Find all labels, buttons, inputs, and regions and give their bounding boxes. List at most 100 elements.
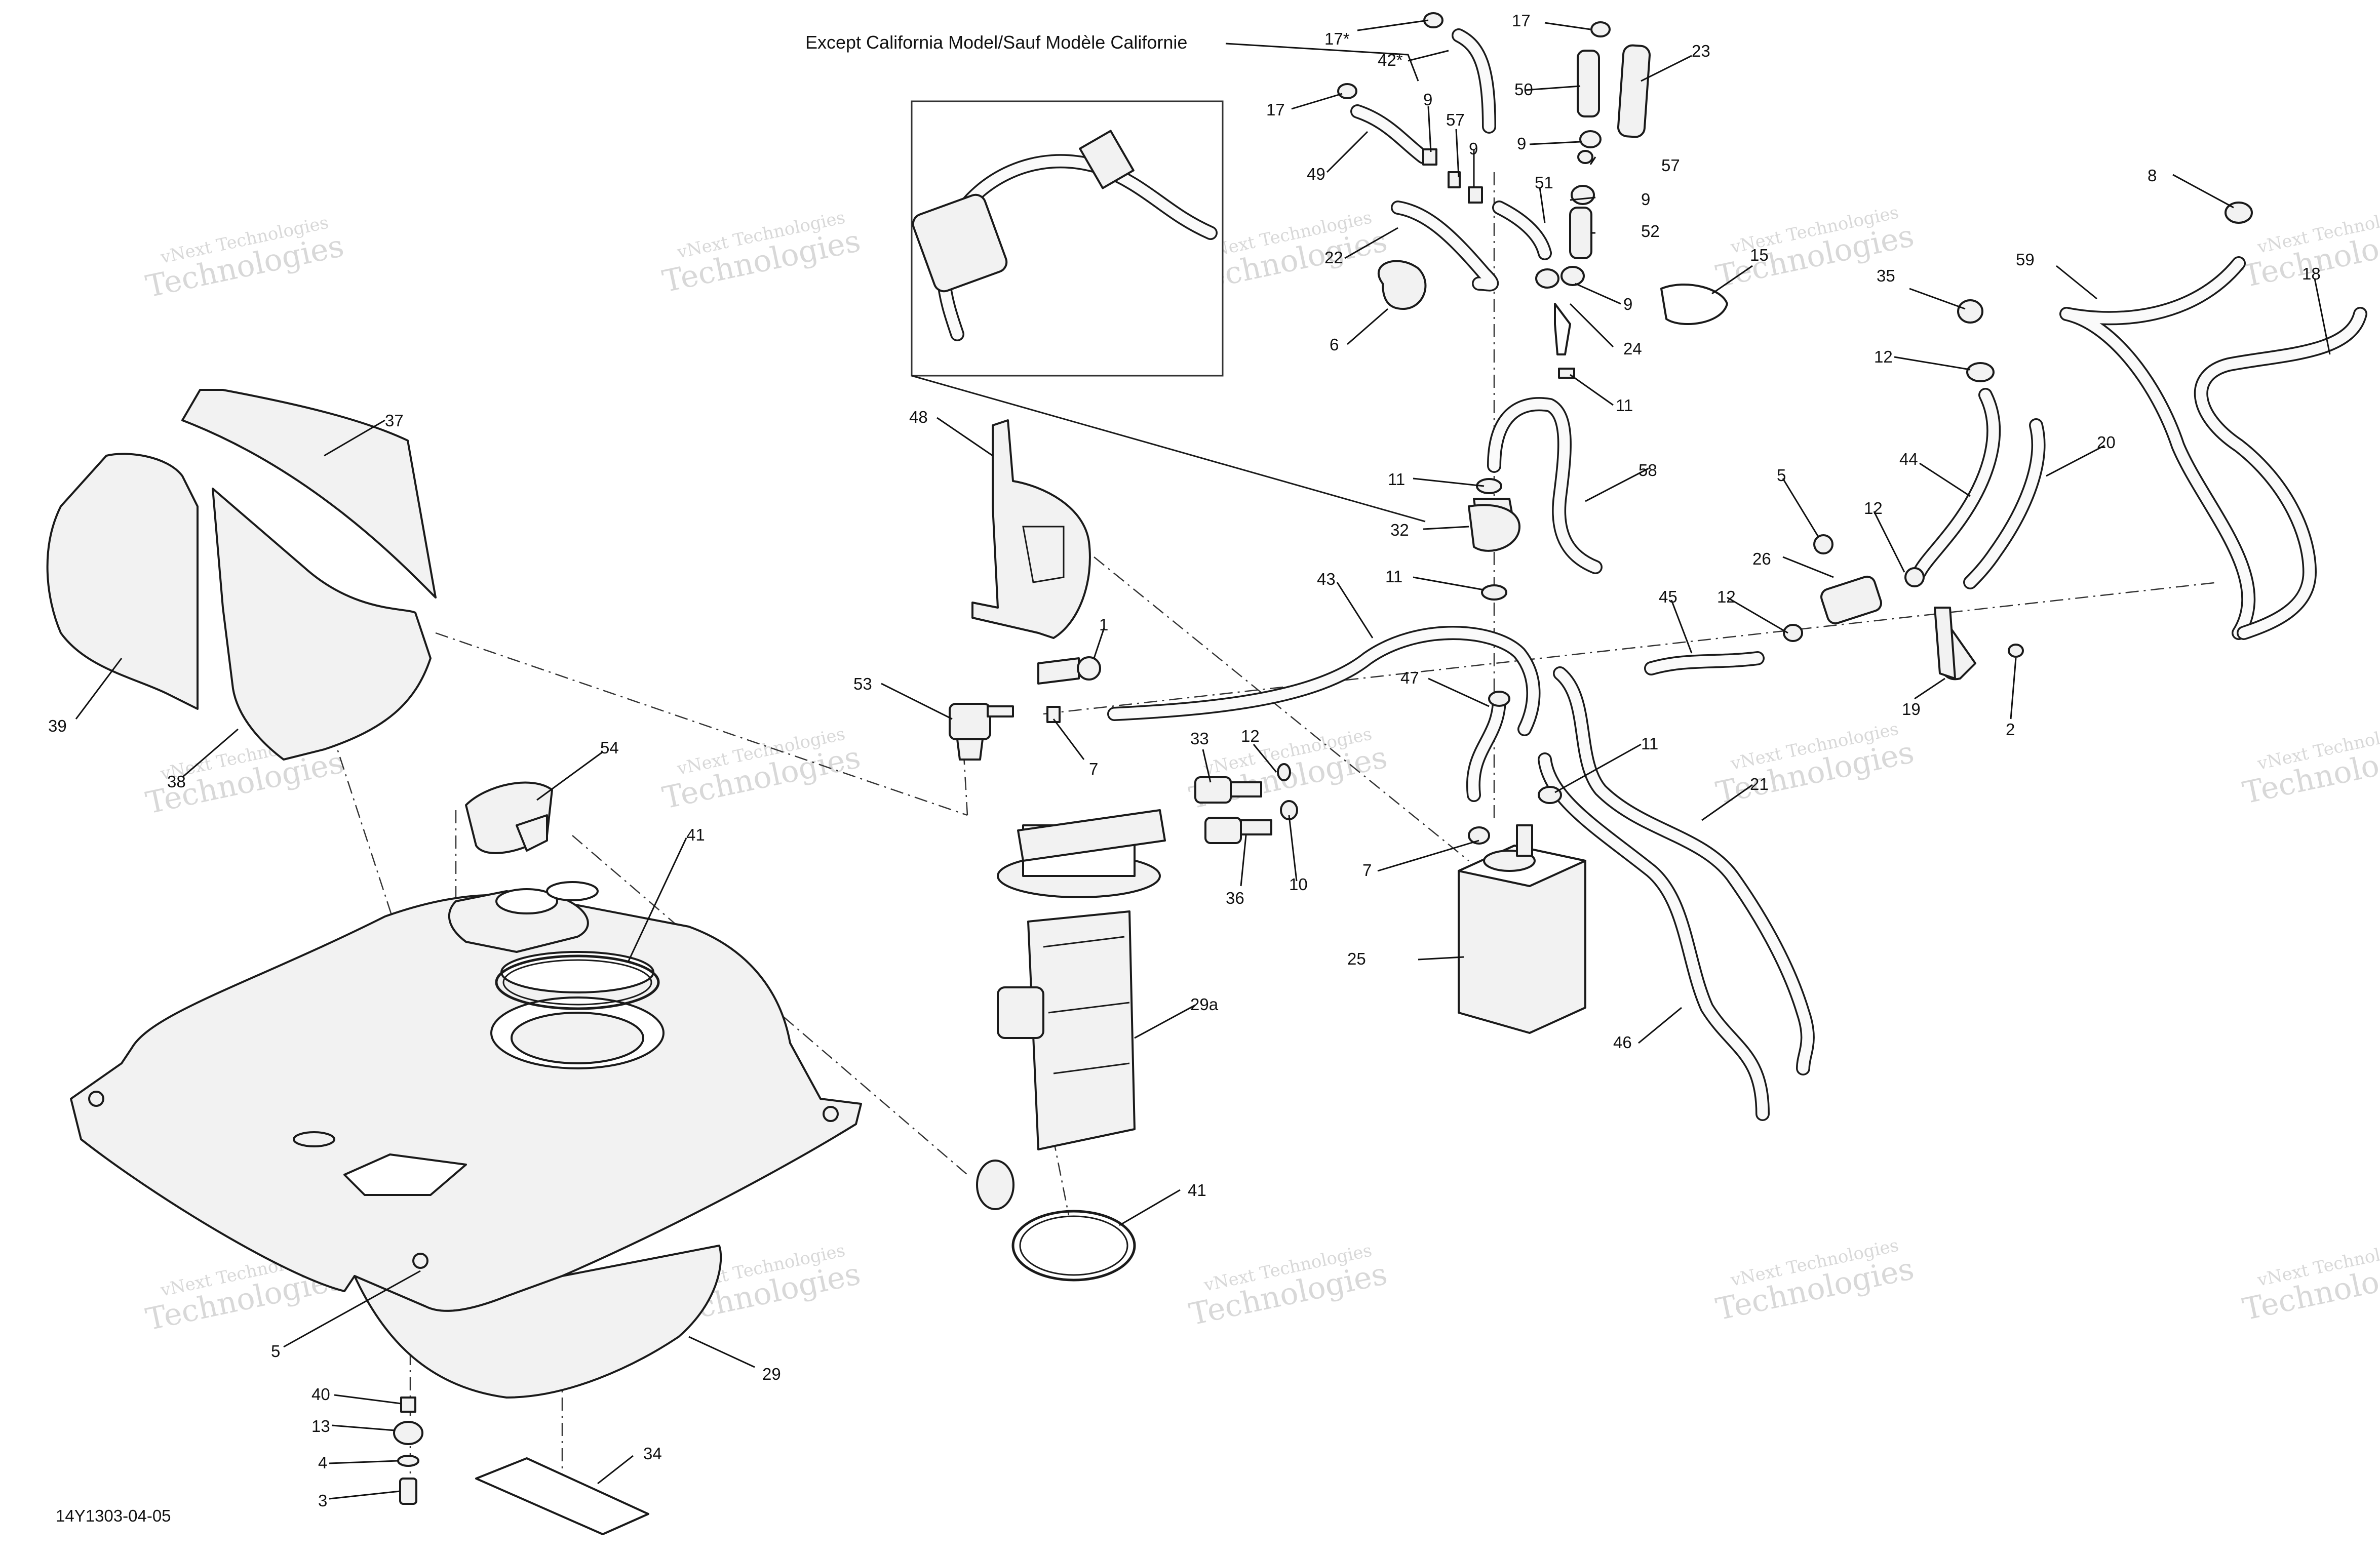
callout-8: 8 xyxy=(2148,166,2157,185)
charcoal-canister-25 xyxy=(1458,824,1586,1034)
inset-view-box xyxy=(911,100,1426,523)
callout-47: 47 xyxy=(1400,668,1419,687)
callout-22: 22 xyxy=(1324,248,1343,267)
valve-53 xyxy=(949,703,1014,761)
hose-50 xyxy=(1577,50,1600,117)
small-fittings xyxy=(1046,12,2253,845)
callout-58: 58 xyxy=(1638,461,1657,480)
callout-45: 45 xyxy=(1659,587,1677,606)
callout-9: 9 xyxy=(1641,190,1650,209)
callout-32: 32 xyxy=(1390,521,1409,539)
callout-13: 13 xyxy=(311,1417,330,1435)
callout-17-star: 17* xyxy=(1324,29,1350,48)
callout-34: 34 xyxy=(643,1444,662,1463)
hose-18 xyxy=(2194,307,2367,640)
hose-52 xyxy=(1569,207,1592,259)
purge-valve-32 xyxy=(1468,504,1520,552)
callout-9: 9 xyxy=(1423,90,1432,109)
callout-44: 44 xyxy=(1899,450,1918,468)
callout-35: 35 xyxy=(1877,266,1895,285)
callout-51: 51 xyxy=(1535,173,1553,192)
hose-21 xyxy=(1553,666,1815,1075)
callout-52: 52 xyxy=(1641,222,1660,241)
callout-12: 12 xyxy=(1874,347,1893,366)
callout-9: 9 xyxy=(1469,139,1478,158)
callout-43: 43 xyxy=(1317,570,1336,588)
hose-23 xyxy=(1617,44,1651,138)
callout-21: 21 xyxy=(1750,775,1769,793)
callout-36: 36 xyxy=(1226,889,1244,907)
callout-12: 12 xyxy=(1864,499,1883,517)
callout-39: 39 xyxy=(48,716,67,735)
hose-45 xyxy=(1644,651,1765,675)
callout-12: 12 xyxy=(1717,587,1736,606)
callout-37: 37 xyxy=(385,411,404,430)
seal-ring-41-upper xyxy=(495,954,660,1010)
hose-42 xyxy=(1452,28,1496,134)
callout-15: 15 xyxy=(1750,246,1769,264)
callout-5: 5 xyxy=(1777,466,1786,485)
callout-6: 6 xyxy=(1330,335,1339,354)
bracket-48 xyxy=(971,419,1091,639)
panel-39 xyxy=(46,453,199,710)
panel-37 xyxy=(181,389,437,599)
callout-57: 57 xyxy=(1661,156,1680,175)
hose-58 xyxy=(1487,397,1603,574)
callout-17: 17 xyxy=(1266,100,1285,119)
callout-11: 11 xyxy=(1616,396,1633,415)
figure-code: 14Y1303-04-05 xyxy=(56,1506,171,1525)
callout-26: 26 xyxy=(1752,549,1771,568)
callout-2: 2 xyxy=(2006,720,2015,739)
hose-46 xyxy=(1538,752,1770,1121)
callout-29a: 29a xyxy=(1190,995,1219,1014)
hose-22 xyxy=(1391,201,1499,292)
callout-1: 1 xyxy=(1099,615,1108,634)
callout-4: 4 xyxy=(318,1453,327,1472)
bolt-1 xyxy=(1037,656,1101,685)
callout-42-star: 42* xyxy=(1378,51,1403,69)
callout-11: 11 xyxy=(1641,734,1658,753)
callout-33: 33 xyxy=(1190,729,1209,748)
callout-11: 11 xyxy=(1388,470,1405,489)
fuel-tank-29 xyxy=(70,881,862,1399)
hardware-stack xyxy=(393,1397,423,1505)
callout-48: 48 xyxy=(909,408,928,426)
fitting-36 xyxy=(1204,817,1272,844)
callout-7: 7 xyxy=(1362,861,1372,880)
callout-25: 25 xyxy=(1347,949,1366,968)
hose-59 xyxy=(2059,256,2256,640)
callout-19: 19 xyxy=(1902,700,1921,719)
hose-44 xyxy=(1913,388,2001,579)
callout-3: 3 xyxy=(318,1491,327,1510)
callout-labels: Except California Model/Sauf Modèle Cali… xyxy=(48,11,2321,1525)
hose-20 xyxy=(1963,418,2046,589)
hose-47 xyxy=(1466,692,1506,802)
fuel-pump-29a xyxy=(976,809,1166,1210)
callout-9: 9 xyxy=(1517,134,1526,153)
fitting-33 xyxy=(1194,776,1262,804)
callout-59: 59 xyxy=(2016,250,2035,269)
callout-57: 57 xyxy=(1446,110,1465,129)
callout-29: 29 xyxy=(762,1365,781,1383)
panel-38 xyxy=(212,488,432,761)
pad-34 xyxy=(475,1457,649,1535)
callout-49: 49 xyxy=(1307,165,1325,183)
hose-43 xyxy=(1107,626,1541,736)
callout-12: 12 xyxy=(1241,727,1260,745)
hose-49 xyxy=(1350,104,1430,164)
note-california: Except California Model/Sauf Modèle Cali… xyxy=(805,32,1187,53)
callout-41: 41 xyxy=(1188,1181,1206,1200)
callout-40: 40 xyxy=(311,1385,330,1404)
callout-38: 38 xyxy=(167,772,186,791)
hose-51 xyxy=(1492,201,1552,260)
callout-5: 5 xyxy=(271,1342,280,1361)
